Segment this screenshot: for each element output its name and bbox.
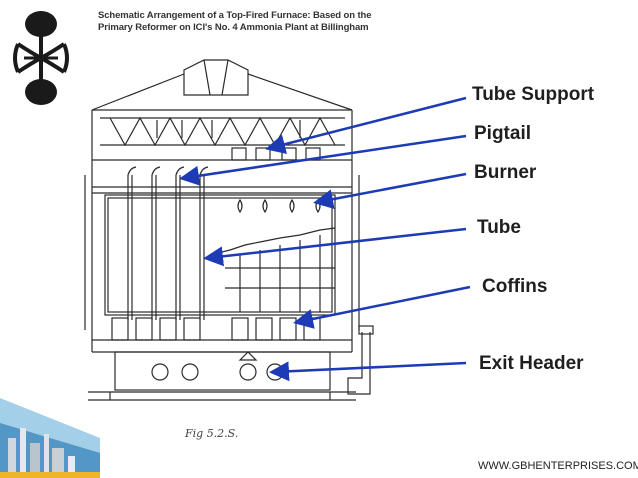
arrow-burner	[313, 172, 467, 210]
arrow-tube-support	[265, 96, 467, 154]
furnace-schematic	[84, 59, 374, 401]
arrow-tube	[203, 227, 467, 267]
figure-title-line-1: Schematic Arrangement of a Top-Fired Fur…	[98, 10, 372, 21]
callout-tube-support: Tube Support	[472, 84, 595, 105]
footer-url[interactable]: WWW.GBHENTERPRISES.COM	[478, 460, 638, 472]
callout-exit-header: Exit Header	[479, 353, 584, 374]
arrow-pigtail	[179, 134, 467, 186]
callout-burner: Burner	[474, 162, 537, 183]
callout-pigtail: Pigtail	[474, 123, 532, 144]
figure-title: Schematic Arrangement of a Top-Fired Fur…	[98, 10, 408, 34]
figure-title-line-2: Primary Reformer on ICI's No. 4 Ammonia …	[98, 22, 369, 33]
figure-caption: Fig 5.2.S.	[185, 427, 239, 440]
arrow-exit-header	[269, 361, 467, 382]
arrow-coffins	[293, 285, 471, 329]
callout-tube: Tube	[477, 217, 521, 238]
company-logo	[13, 11, 69, 105]
corner-decoration	[0, 398, 100, 478]
callout-coffins: Coffins	[482, 276, 548, 297]
